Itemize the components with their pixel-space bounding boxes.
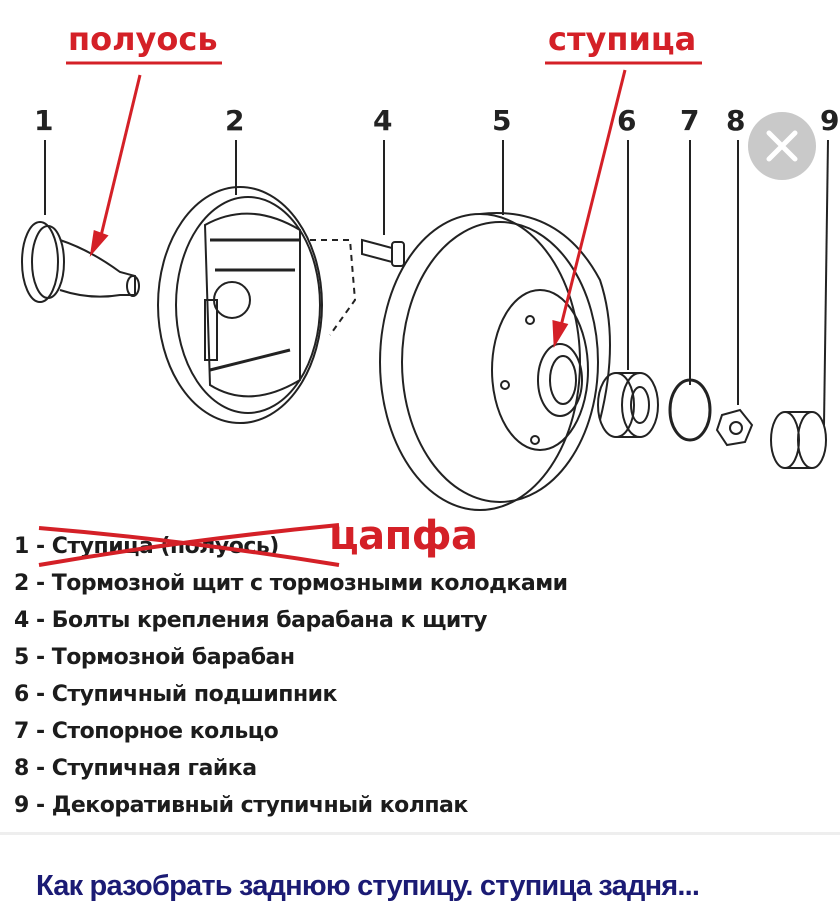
part-number: 6	[617, 104, 636, 137]
strikethrough-mark	[38, 523, 340, 567]
legend-item-8: 8 - Ступичная гайка	[14, 756, 257, 781]
annotation-poluos: полуось	[68, 20, 218, 58]
result-title-link[interactable]: Как разобрать заднюю ступицу. ступица за…	[36, 870, 700, 902]
part-number: 7	[680, 104, 699, 137]
annotation-stupica: ступица	[548, 20, 696, 58]
part-6-bearing	[597, 372, 659, 438]
legend-item-2: 2 - Тормозной щит с тормозными колодками	[14, 571, 568, 596]
part-number: 1	[34, 104, 53, 137]
close-button[interactable]	[748, 112, 816, 180]
correction-text: цапфа	[329, 513, 478, 559]
part-number: 8	[726, 104, 745, 137]
legend-item-5: 5 - Тормозной барабан	[14, 645, 295, 670]
part-9-cap	[770, 411, 827, 469]
close-icon	[766, 130, 798, 162]
part-4-bolt	[361, 238, 405, 267]
part-number: 9	[820, 104, 839, 137]
part-8-nut	[715, 408, 754, 447]
legend-item-1: 1 - Ступица (полуось) цапфа	[14, 516, 568, 567]
legend-item-6: 6 - Ступичный подшипник	[14, 682, 337, 707]
parts-legend: 1 - Ступица (полуось) цапфа 2 - Тормозно…	[14, 516, 568, 824]
part-number: 4	[373, 104, 392, 137]
part-number: 2	[225, 104, 244, 137]
legend-item-4: 4 - Болты крепления барабана к щиту	[14, 608, 487, 633]
part-2-backing-plate	[157, 186, 357, 424]
divider	[0, 832, 840, 835]
hub-exploded-diagram: 1 2 4 5 6 7 8 9 полуось ступица	[21, 20, 839, 511]
legend-item-7: 7 - Стопорное кольцо	[14, 719, 279, 744]
part-7-snap-ring	[668, 378, 712, 442]
part-number: 5	[492, 104, 511, 137]
legend-item-9: 9 - Декоративный ступичный колпак	[14, 793, 468, 818]
part-1-stub-axle	[21, 221, 140, 303]
part-5-drum	[379, 212, 611, 511]
